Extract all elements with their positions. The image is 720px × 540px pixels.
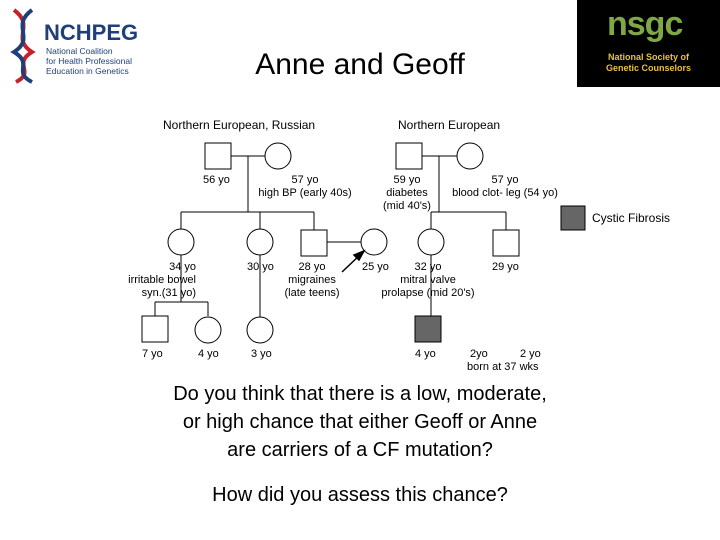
gf-right-info: 59 yo diabetes (mid 40's)	[383, 174, 431, 212]
affected-child-4	[414, 315, 442, 343]
proband-arrow-icon	[352, 249, 366, 262]
grandfather-maternal	[395, 142, 423, 170]
twin-1-age: 2yo	[470, 348, 488, 360]
anne	[360, 228, 388, 256]
cousin-4	[194, 316, 222, 344]
page-title: Anne and Geoff	[255, 48, 465, 81]
dna-helix-icon	[10, 8, 36, 84]
geoff-sib-32	[417, 228, 445, 256]
nsgc-name: nsgc	[607, 5, 683, 43]
affected-child-age: 4 yo	[415, 348, 436, 360]
geoff-sib-info: 32 yo mitral valve prolapse (mid 20's)	[381, 261, 475, 299]
twins-note: born at 37 wks	[467, 361, 539, 373]
nsgc-subtitle: National Society of Genetic Counselors	[605, 52, 692, 73]
grandmother-paternal	[264, 142, 292, 170]
nsgc-logo: nsgc National Society of Genetic Counsel…	[577, 0, 720, 87]
legend-cf-swatch	[560, 205, 586, 231]
question-text: Do you think that there is a low, modera…	[173, 383, 547, 461]
uncle-28-info: 28 yo migraines (late teens)	[284, 261, 340, 299]
grandfather-paternal	[204, 142, 232, 170]
nchpeg-logo: NCHPEG National Coalition for Health Pro…	[6, 6, 146, 86]
anne-age: 25 yo	[362, 261, 389, 273]
uncle-29-age: 29 yo	[492, 261, 519, 273]
grandmother-maternal	[456, 142, 484, 170]
assessment-question: How did you assess this chance?	[212, 484, 508, 506]
ancestry-left: Northern European, Russian	[163, 118, 316, 132]
uncle-29	[492, 229, 520, 257]
nchpeg-name: NCHPEG	[44, 20, 139, 45]
cousin-7-age: 7 yo	[142, 348, 163, 360]
gm-left-info: 57 yo high BP (early 40s)	[258, 174, 352, 199]
cousin-3-age: 3 yo	[251, 348, 272, 360]
gf-left-age: 56 yo	[203, 174, 230, 186]
cousin-3	[246, 316, 274, 344]
aunt-34	[167, 228, 195, 256]
ancestry-right: Northern European	[398, 118, 501, 132]
aunt-34-info: 34 yo irritable bowel syn.(31 yo)	[128, 261, 196, 299]
gm-right-info: 57 yo blood clot- leg (54 yo)	[452, 174, 558, 199]
legend-cf-label: Cystic Fibrosis	[592, 211, 671, 225]
aunt-30-age: 30 yo	[247, 261, 274, 273]
aunt-30	[246, 228, 274, 256]
cousin-4-age: 4 yo	[198, 348, 219, 360]
nchpeg-subtitle: National Coalition for Health Profession…	[46, 46, 132, 76]
twin-2-age: 2 yo	[520, 348, 541, 360]
uncle-28	[300, 229, 328, 257]
cousin-7	[141, 315, 169, 343]
